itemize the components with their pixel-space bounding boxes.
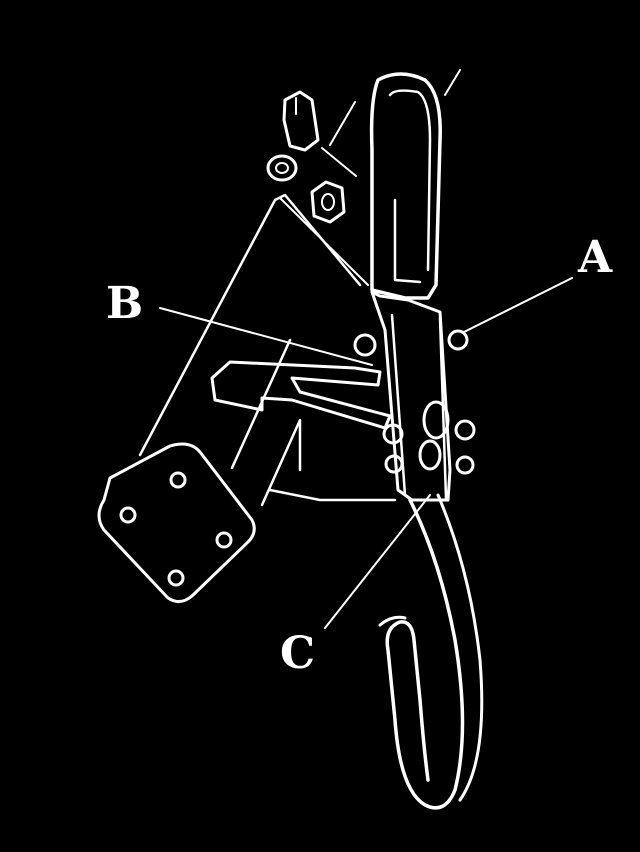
mounting-plate <box>97 442 256 603</box>
spring-tine <box>369 69 484 810</box>
leader-line-a <box>463 277 573 333</box>
bolt-hole <box>167 569 185 587</box>
exploded-bolt <box>266 90 369 286</box>
clamp-bolt <box>455 455 475 475</box>
callout-label-a: A <box>577 232 613 283</box>
clamp-bolt <box>353 333 377 357</box>
clamp-plates <box>353 290 476 502</box>
clamp-bolt <box>454 419 476 441</box>
bolt-hole <box>215 531 233 549</box>
clamp-bolt <box>384 454 404 474</box>
callout-label-b: B <box>106 278 143 329</box>
washer <box>266 154 298 182</box>
clamp-bolt <box>447 329 469 351</box>
clamp-bolt <box>382 423 404 445</box>
bolt-hole <box>169 471 187 489</box>
leader-line-b <box>159 307 373 366</box>
bracket-arm <box>210 360 392 430</box>
bolt-hole <box>119 506 137 524</box>
leader-line-c <box>324 494 431 629</box>
leader-lines <box>159 277 573 629</box>
nut <box>310 180 346 224</box>
callout-label-c: C <box>280 628 315 679</box>
main-beam <box>138 193 397 507</box>
